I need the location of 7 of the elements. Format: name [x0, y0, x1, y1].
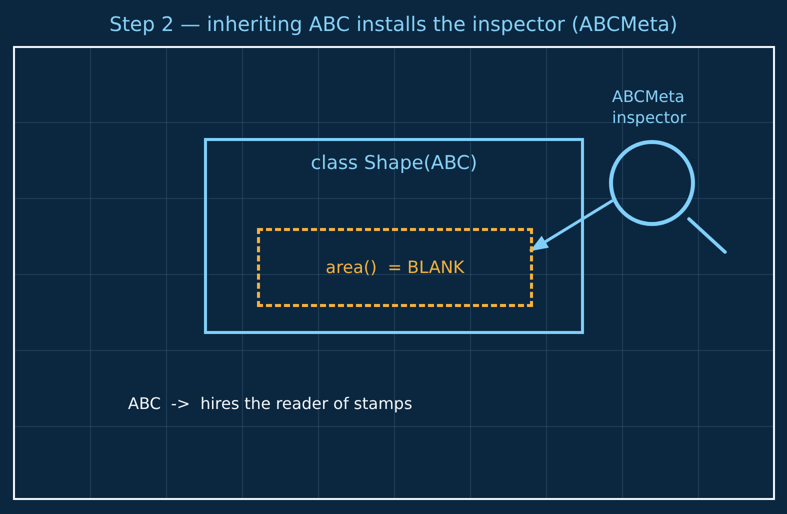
inspector-label: ABCMeta inspector: [612, 86, 688, 128]
title: Step 2 — inheriting ABC installs the inspector (ABCMeta): [108, 11, 679, 38]
note-text: ABC -> hires the reader of stamps: [128, 394, 412, 414]
arrow: [529, 199, 614, 252]
class-title: class Shape(ABC): [310, 151, 478, 175]
method-box: area() = BLANK: [257, 228, 533, 307]
class-box: [204, 138, 584, 334]
